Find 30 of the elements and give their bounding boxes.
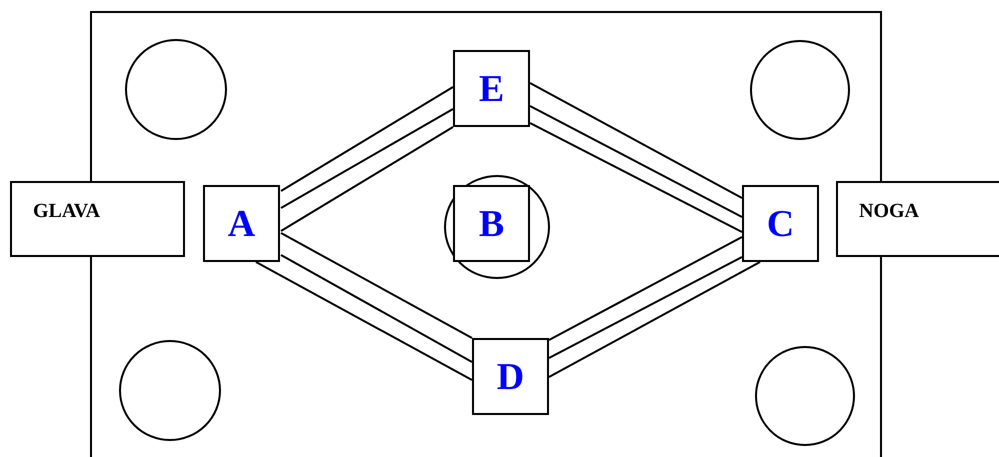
circle-outline	[125, 39, 227, 140]
connector-line	[280, 126, 454, 232]
connector-line	[548, 261, 760, 378]
node-letter: A	[226, 204, 256, 242]
letter-box	[472, 338, 549, 415]
circle-outline	[750, 40, 850, 140]
node-label: NOGA	[859, 199, 919, 223]
connector-line	[280, 108, 454, 209]
connector-line	[280, 232, 472, 339]
connector-line	[530, 82, 742, 199]
node-letter: B	[478, 204, 506, 242]
label-box	[836, 181, 999, 257]
connector-line	[256, 261, 472, 381]
node-letter: E	[478, 70, 506, 108]
node-letter: C	[766, 204, 796, 242]
circle-outline	[755, 346, 855, 446]
letter-box	[453, 50, 530, 127]
connector-line	[280, 254, 472, 363]
letter-box	[203, 185, 280, 262]
connector-line	[548, 256, 742, 359]
circle-outline	[444, 175, 550, 279]
node-label: GLAVA	[33, 199, 100, 223]
label-box	[10, 181, 185, 257]
connector-line	[530, 105, 742, 218]
connector-line	[280, 86, 454, 192]
connector-line	[548, 236, 742, 341]
letter-box	[742, 185, 819, 262]
connector-line	[530, 122, 742, 233]
node-letter: D	[496, 358, 526, 396]
circle-outline	[119, 340, 221, 441]
